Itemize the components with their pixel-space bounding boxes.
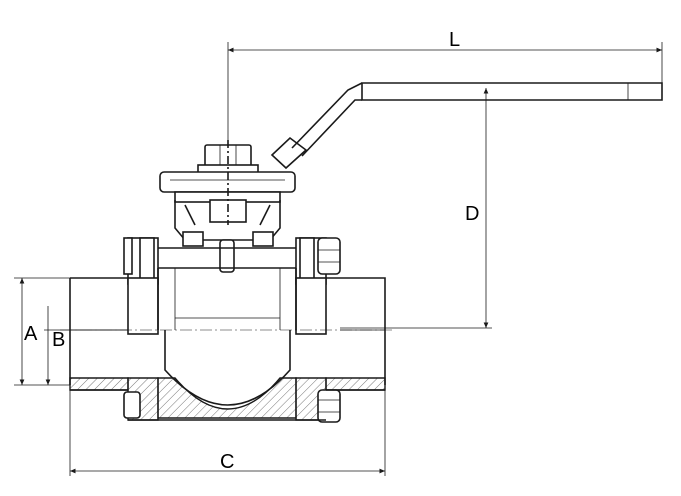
- stem-nut: [159, 140, 296, 225]
- dimension-label-a: A: [24, 323, 38, 345]
- dimension-b: B: [44, 306, 130, 385]
- section-view: [69, 330, 386, 423]
- dimension-label-b: B: [52, 329, 65, 351]
- dimension-c: C: [69, 390, 386, 476]
- handle-lever: [270, 82, 663, 170]
- dimension-label-c: C: [220, 451, 234, 473]
- dimension-label-l: L: [449, 29, 460, 51]
- valve-body: [69, 237, 386, 385]
- dimension-d: D: [340, 88, 492, 329]
- dimension-label-d: D: [465, 203, 479, 225]
- dimension-a: A: [14, 277, 70, 386]
